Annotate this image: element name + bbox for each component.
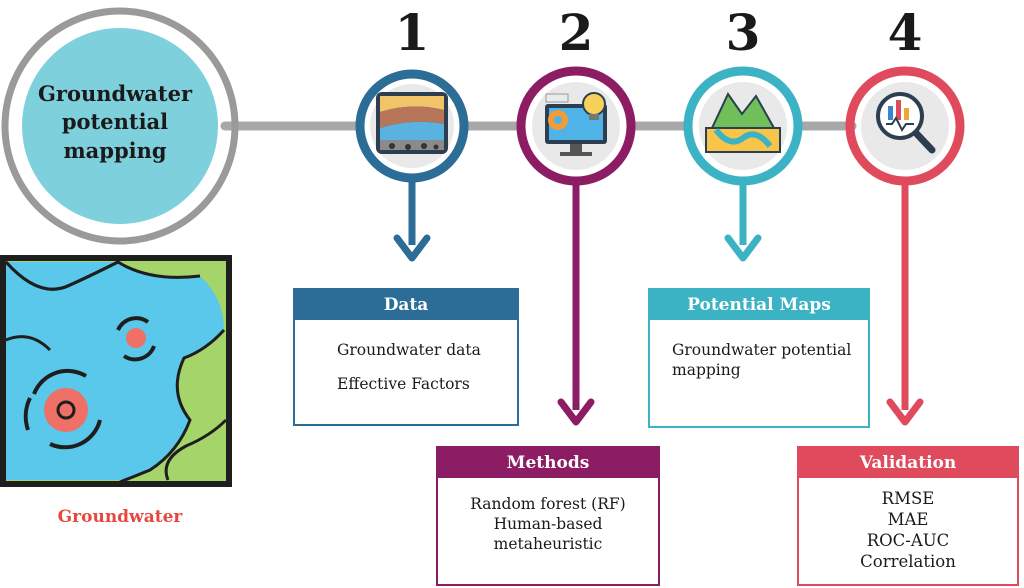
validation-item-corr: Correlation: [860, 552, 956, 572]
step-3-number: 3: [725, 3, 761, 62]
validation-box-title: Validation: [799, 448, 1017, 478]
potential-maps-box: Potential Maps Groundwater potential map…: [648, 288, 870, 428]
step-4-node: [845, 66, 965, 426]
maps-item-line2: mapping: [672, 361, 741, 380]
methods-box-title: Methods: [438, 448, 658, 478]
validation-item-rmse: RMSE: [881, 489, 935, 508]
groundwater-map-icon: [0, 255, 232, 487]
step-2-node: [516, 66, 636, 426]
groundwater-label: Groundwater: [57, 507, 183, 527]
methods-box: Methods Random forest (RF) Human-based m…: [436, 446, 660, 586]
chart-magnifier-icon: [876, 92, 936, 154]
step-1-node: [355, 69, 469, 262]
methods-item-human: Human-based: [493, 515, 603, 534]
validation-item-roc: ROC-AUC: [866, 531, 950, 551]
validation-item-mae: MAE: [887, 510, 929, 530]
step-3-node: [683, 66, 803, 262]
main-node: [1, 7, 239, 245]
computer-gear-bulb-icon: [545, 92, 607, 156]
data-box: Data Groundwater data Effective Factors: [293, 288, 519, 426]
terrain-map-icon: [705, 92, 781, 153]
maps-item-line1: Groundwater potential: [672, 341, 852, 359]
data-item-factors: Effective Factors: [337, 375, 470, 394]
validation-box: Validation RMSE MAE ROC-AUC Correlation: [797, 446, 1019, 586]
potential-maps-box-title: Potential Maps: [650, 290, 868, 320]
soil-layers-icon: [376, 92, 448, 154]
step-1-number: 1: [394, 3, 430, 62]
data-item-groundwater: Groundwater data: [337, 341, 481, 359]
methods-item-rf: Random forest (RF): [470, 495, 626, 513]
data-box-title: Data: [295, 290, 517, 320]
main-title: Groundwater potential mapping: [37, 81, 193, 163]
step-2-number: 2: [558, 3, 594, 62]
step-4-number: 4: [887, 3, 923, 62]
methods-item-meta: metaheuristic: [493, 535, 603, 554]
